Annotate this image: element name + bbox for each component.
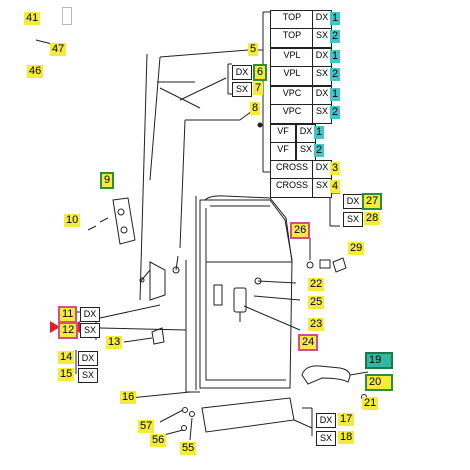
label-56: 56 [150,434,167,447]
label-8: 8 [250,102,261,115]
sx-box-18: SX [316,431,336,446]
table-row-side: DX [312,10,332,30]
table-row-name: VF [270,124,296,144]
dx-box-27: DX [343,194,363,209]
table-row-name: VPL [270,48,314,68]
label-21: 21 [362,397,379,410]
table-row-side: SX [312,104,332,124]
table-row-num: 1 [314,126,325,139]
label-27: 27 [362,193,383,210]
label-47: 47 [50,43,67,56]
table-row-num: 2 [330,30,341,43]
dx-box-14: DX [78,351,98,366]
table-row-name: VPC [270,104,314,124]
table-row-side: SX [296,142,316,162]
label-24: 24 [298,334,319,351]
table-row-name: TOP [270,10,314,30]
label-9: 9 [100,172,115,189]
dx-box-11: DX [80,307,100,322]
table-row-side: DX [312,48,332,68]
label-5: 5 [248,43,259,56]
table-row-num: 4 [330,180,341,193]
table-row-name: CROSS [270,178,314,198]
dx-box-6: DX [232,65,252,80]
table-row-side: SX [312,28,332,48]
table-row-num: 3 [330,162,341,175]
label-29: 29 [348,242,365,255]
label-10: 10 [64,214,81,227]
table-row-side: SX [312,66,332,86]
table-row-num: 1 [330,12,341,25]
table-row-name: VPL [270,66,314,86]
table-row-num: 2 [330,106,341,119]
table-row-side: DX [312,160,332,180]
sx-box-15: SX [78,368,98,383]
label-7: 7 [253,82,264,95]
sx-box-28: SX [343,212,363,227]
table-row-name: VF [270,142,296,162]
label-25: 25 [308,296,325,309]
label-22: 22 [308,278,325,291]
label-11: 11 [58,306,78,323]
table-row-num: 2 [330,68,341,81]
label-23: 23 [308,318,325,331]
label-15: 15 [58,368,75,381]
label-55: 55 [180,442,197,455]
dx-box-17: DX [316,413,336,428]
label-12: 12 [58,322,79,339]
table-row-num: 1 [330,88,341,101]
cut-box [62,7,72,25]
label-18: 18 [338,431,355,444]
sx-box-12: SX [80,323,100,338]
label-20: 20 [365,374,393,391]
label-26: 26 [290,222,311,239]
label-57: 57 [138,420,155,433]
label-14: 14 [58,351,75,364]
table-row-name: TOP [270,28,314,48]
label-16: 16 [120,391,137,404]
table-row-num: 2 [314,144,325,157]
sx-box-7: SX [232,82,252,97]
table-row-name: VPC [270,86,314,106]
label-6: 6 [253,64,268,81]
label-13: 13 [106,336,123,349]
table-row-side: DX [296,124,316,144]
label-46: 46 [27,65,44,78]
label-19: 19 [365,352,393,369]
table-row-name: CROSS [270,160,314,180]
table-row-side: DX [312,86,332,106]
table-row-num: 1 [330,50,341,63]
table-row-side: SX [312,178,332,198]
label-41: 41 [24,12,41,25]
label-28: 28 [364,212,381,225]
label-17: 17 [338,413,355,426]
